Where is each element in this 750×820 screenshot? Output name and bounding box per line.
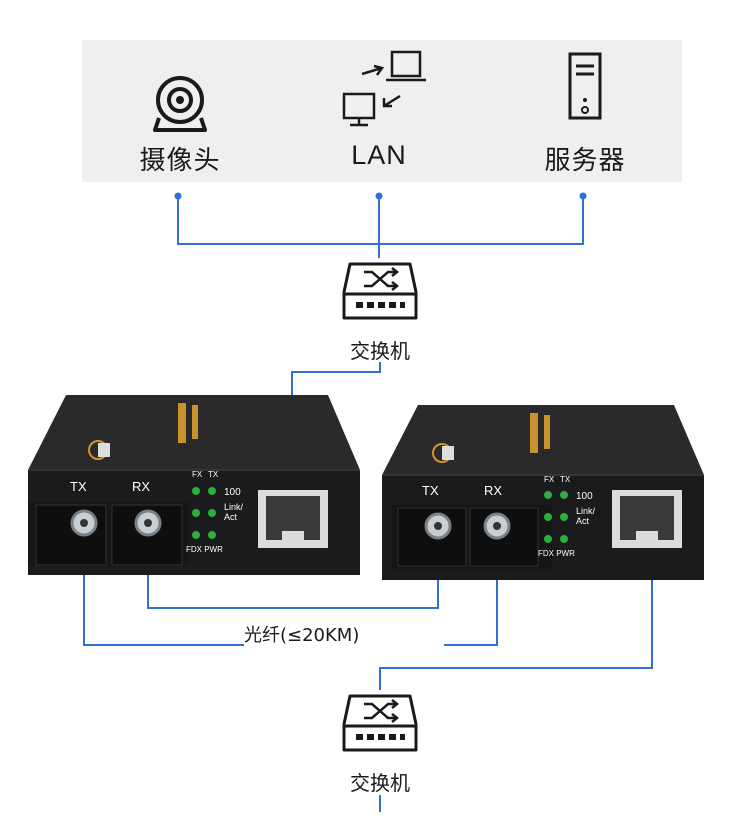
media-converter-right: TX RX FX TX 100 Link/ Act FDX PWR	[382, 405, 704, 580]
network-switch-icon	[342, 694, 418, 752]
svg-text:Link/: Link/	[224, 502, 244, 512]
top-switch-label: 交换机	[350, 339, 410, 363]
svg-text:TX: TX	[560, 475, 571, 484]
camera-label: 摄像头	[139, 146, 221, 176]
server-tower-icon	[568, 52, 602, 120]
device-server: 服务器	[510, 40, 660, 230]
top-bus-line	[177, 196, 584, 245]
server-label: 服务器	[544, 146, 626, 176]
converter-to-switch-line	[379, 532, 653, 690]
fiber-label: 光纤(≤20KM)	[244, 621, 444, 647]
lan-computers-icon	[342, 50, 426, 127]
device-lan: LAN	[304, 40, 454, 230]
svg-text:FX: FX	[192, 470, 203, 479]
svg-text:FDX PWR: FDX PWR	[538, 549, 575, 558]
svg-text:FDX PWR: FDX PWR	[186, 545, 223, 554]
rx-port-label: RX	[132, 479, 150, 494]
svg-text:Act: Act	[224, 512, 238, 522]
svg-text:TX: TX	[208, 470, 219, 479]
media-converter-left: TX RX FX TX 100 Link/ Act FDX PWR	[28, 395, 360, 575]
tx-port-label: TX	[422, 483, 439, 498]
device-camera: 摄像头	[105, 40, 255, 230]
webcam-icon	[153, 76, 207, 132]
svg-text:Link/: Link/	[576, 506, 596, 516]
svg-text:FX: FX	[544, 475, 555, 484]
svg-text:100: 100	[224, 487, 241, 498]
svg-text:Act: Act	[576, 516, 590, 526]
lan-label: LAN	[351, 140, 407, 170]
network-switch-icon	[342, 262, 418, 320]
rx-port-label: RX	[484, 483, 502, 498]
bottom-switch-label: 交换机	[350, 771, 410, 795]
svg-text:100: 100	[576, 491, 593, 502]
tx-port-label: TX	[70, 479, 87, 494]
